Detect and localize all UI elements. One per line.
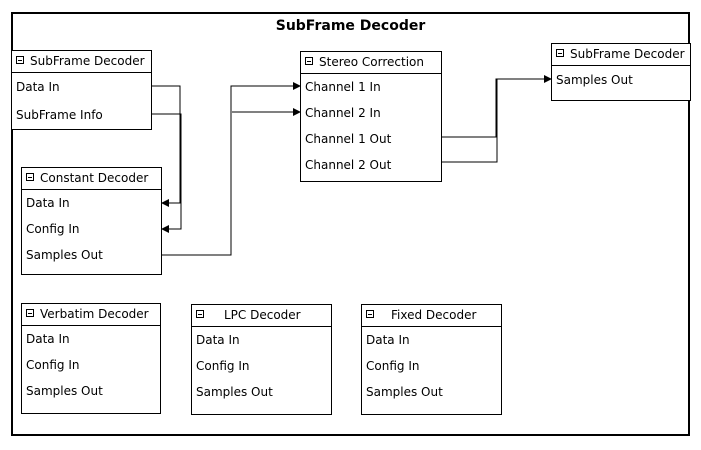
fixed-decoder-block[interactable]: Fixed Decoder Data In Config In Samples … xyxy=(361,304,502,415)
port-data-in[interactable]: Data In xyxy=(366,333,410,347)
collapse-icon[interactable] xyxy=(26,173,34,181)
collapse-icon[interactable] xyxy=(366,310,374,318)
block-title: SubFrame Decoder xyxy=(30,54,145,68)
block-title: Stereo Correction xyxy=(319,55,424,69)
port-data-in[interactable]: Data In xyxy=(26,196,70,210)
port-samples-out[interactable]: Samples Out xyxy=(26,384,103,398)
block-header[interactable]: LPC Decoder xyxy=(192,305,331,327)
port-config-in[interactable]: Config In xyxy=(196,359,250,373)
collapse-icon[interactable] xyxy=(556,49,564,57)
port-samples-out[interactable]: Samples Out xyxy=(556,73,633,87)
block-header[interactable]: Constant Decoder xyxy=(22,168,161,190)
port-samples-out[interactable]: Samples Out xyxy=(366,385,443,399)
block-title: Fixed Decoder xyxy=(391,308,477,322)
collapse-icon[interactable] xyxy=(196,310,204,318)
verbatim-decoder-block[interactable]: Verbatim Decoder Data In Config In Sampl… xyxy=(21,303,161,414)
block-title: Constant Decoder xyxy=(40,171,149,185)
stereo-correction-block[interactable]: Stereo Correction Channel 1 In Channel 2… xyxy=(300,51,442,182)
port-channel-1-out[interactable]: Channel 1 Out xyxy=(305,132,392,146)
collapse-icon[interactable] xyxy=(26,309,34,317)
port-channel-2-out[interactable]: Channel 2 Out xyxy=(305,158,392,172)
diagram-title: SubFrame Decoder xyxy=(275,18,426,34)
block-header[interactable]: Fixed Decoder xyxy=(362,305,501,327)
block-header[interactable]: Stereo Correction xyxy=(301,52,441,74)
port-config-in[interactable]: Config In xyxy=(366,359,420,373)
port-config-in[interactable]: Config In xyxy=(26,222,80,236)
collapse-icon[interactable] xyxy=(16,56,24,64)
block-title: LPC Decoder xyxy=(224,308,301,322)
subframe-decoder-input-block[interactable]: SubFrame Decoder Data In SubFrame Info xyxy=(11,50,152,130)
block-title: Verbatim Decoder xyxy=(40,307,149,321)
port-samples-out[interactable]: Samples Out xyxy=(26,248,103,262)
port-config-in[interactable]: Config In xyxy=(26,358,80,372)
port-data-in[interactable]: Data In xyxy=(16,80,60,94)
port-channel-2-in[interactable]: Channel 2 In xyxy=(305,106,381,120)
port-subframe-info[interactable]: SubFrame Info xyxy=(16,108,103,122)
block-header[interactable]: Verbatim Decoder xyxy=(22,304,160,326)
collapse-icon[interactable] xyxy=(305,57,313,65)
port-channel-1-in[interactable]: Channel 1 In xyxy=(305,80,381,94)
block-header[interactable]: SubFrame Decoder xyxy=(12,51,151,73)
port-data-in[interactable]: Data In xyxy=(196,333,240,347)
port-data-in[interactable]: Data In xyxy=(26,332,70,346)
port-samples-out[interactable]: Samples Out xyxy=(196,385,273,399)
lpc-decoder-block[interactable]: LPC Decoder Data In Config In Samples Ou… xyxy=(191,304,332,415)
block-header[interactable]: SubFrame Decoder xyxy=(552,44,690,66)
constant-decoder-block[interactable]: Constant Decoder Data In Config In Sampl… xyxy=(21,167,162,275)
block-title: SubFrame Decoder xyxy=(570,47,685,61)
subframe-decoder-output-block[interactable]: SubFrame Decoder Samples Out xyxy=(551,43,691,101)
